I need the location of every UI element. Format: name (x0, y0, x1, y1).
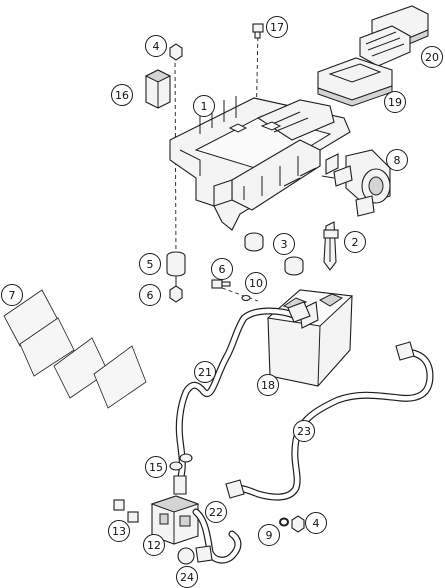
screw-battery (211, 279, 231, 289)
rubber-caps (169, 453, 193, 471)
callout-19: 19 (384, 91, 406, 113)
horn (321, 149, 391, 217)
assembly-axis-right (255, 29, 259, 131)
callout-21: 21 (194, 361, 216, 383)
callout-13: 13 (108, 520, 130, 542)
nut-top (169, 43, 183, 61)
sticker-sheets (3, 289, 147, 409)
battery (266, 289, 354, 387)
fuse-clip (323, 221, 339, 271)
fuses (113, 499, 139, 523)
callout-17: 17 (266, 16, 288, 38)
callout-6: 6 (211, 258, 233, 280)
callout-8: 8 (386, 149, 408, 171)
callout-4: 4 (305, 512, 327, 534)
grommet (166, 251, 186, 286)
callout-7: 7 (1, 284, 23, 306)
callout-6: 6 (139, 284, 161, 306)
callout-4: 4 (145, 35, 167, 57)
relay (144, 69, 172, 109)
control-unit (359, 5, 429, 67)
screw-top (252, 23, 264, 39)
starter-relay (150, 495, 200, 545)
callout-3: 3 (273, 233, 295, 255)
callout-18: 18 (257, 374, 279, 396)
battery-holder (169, 96, 351, 231)
callout-1: 1 (193, 95, 215, 117)
callout-16: 16 (111, 84, 133, 106)
callout-15: 15 (145, 456, 167, 478)
callout-12: 12 (143, 534, 165, 556)
callout-24: 24 (176, 566, 198, 588)
callout-23: 23 (293, 420, 315, 442)
rubber-holder (317, 57, 393, 107)
callout-22: 22 (205, 501, 227, 523)
cable-22 (177, 508, 242, 565)
nut-bottom (169, 285, 183, 303)
washer (241, 294, 251, 302)
callout-2: 2 (344, 231, 366, 253)
callout-10: 10 (245, 272, 267, 294)
nut-cable (291, 515, 305, 533)
rubber-buffer-1 (244, 232, 264, 252)
cable-23 (225, 341, 434, 501)
rubber-buffer-2 (284, 256, 304, 276)
assembly-axis-battery (221, 287, 259, 302)
callout-9: 9 (258, 524, 280, 546)
callout-5: 5 (139, 253, 161, 275)
callout-20: 20 (421, 46, 443, 68)
cable-21 (173, 301, 311, 495)
ring-washer (279, 517, 289, 527)
